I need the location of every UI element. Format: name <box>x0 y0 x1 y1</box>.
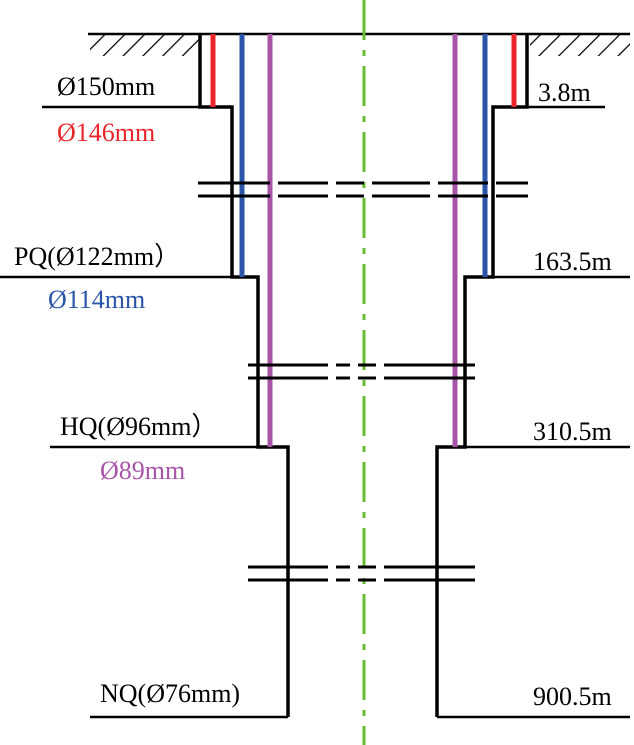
label-d146: Ø146mm <box>57 118 155 147</box>
borehole-wall-right <box>435 34 529 717</box>
label-nq: NQ(Ø76mm) <box>100 679 240 708</box>
borehole-wall-left <box>198 34 290 717</box>
depth-1: 3.8m <box>538 78 591 107</box>
label-d150: Ø150mm <box>57 72 155 101</box>
depth-3: 310.5m <box>533 417 612 446</box>
break-mark-1 <box>198 181 528 198</box>
label-d114: Ø114mm <box>48 285 145 314</box>
break-mark-3 <box>248 565 475 582</box>
label-hq: HQ(Ø96mm） <box>60 412 217 441</box>
depth-2: 163.5m <box>533 247 612 276</box>
label-d89: Ø89mm <box>100 456 185 485</box>
label-pq: PQ(Ø122mm） <box>14 242 180 271</box>
break-mark-2 <box>248 363 475 380</box>
ground-hatching <box>88 32 630 56</box>
depth-4: 900.5m <box>533 682 612 711</box>
